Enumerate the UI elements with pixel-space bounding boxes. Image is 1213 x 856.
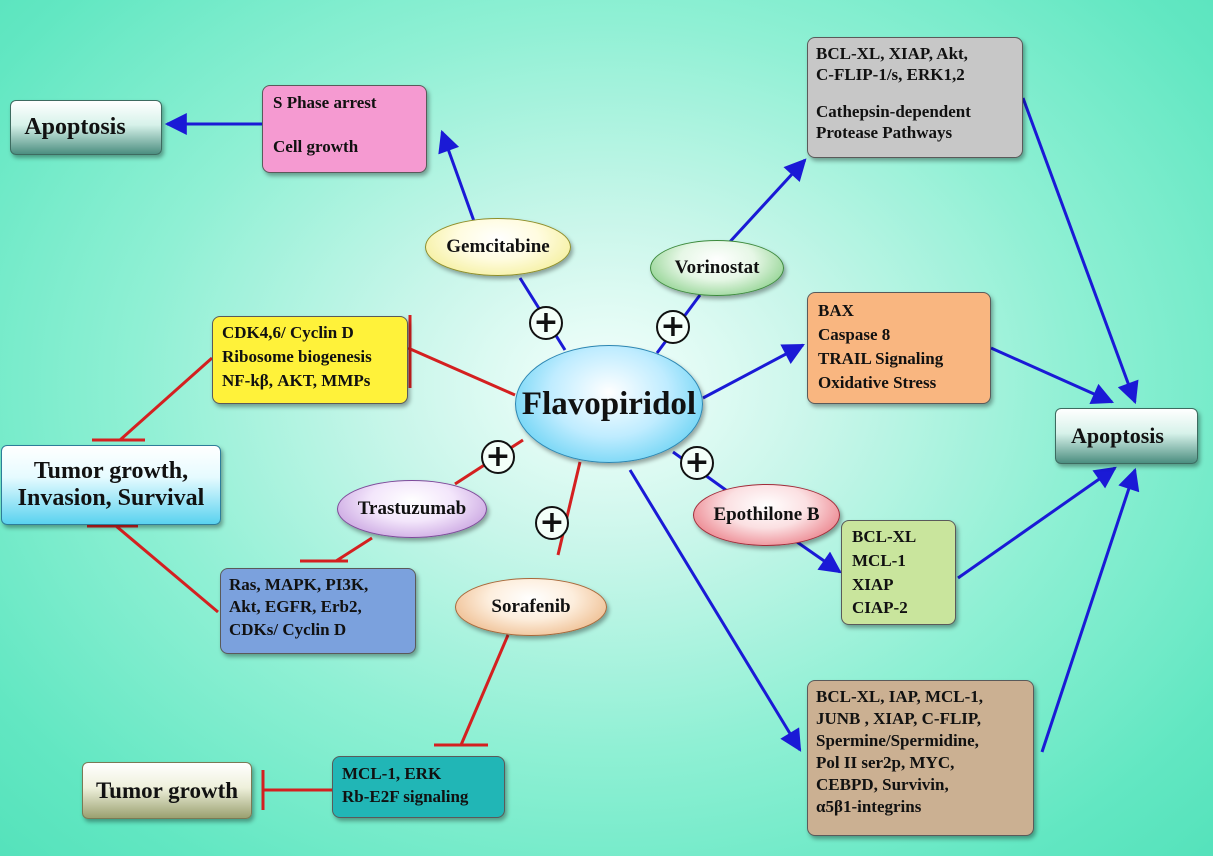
line-center-to-cdk — [407, 346, 516, 397]
vorinostat-targets-box: BCL-XL, XIAP, Akt, C-FLIP-1/s, ERK1,2 Ca… — [807, 37, 1023, 158]
line-sorafenib-to-mcl-erk — [459, 634, 510, 746]
plus-icon-gemcitabine: + — [529, 306, 563, 340]
trastuzumab-node: Trastuzumab — [337, 480, 487, 538]
plus-icon-epothilone: + — [680, 446, 714, 480]
arrow-bcl-iap-to-apoptosis — [1040, 467, 1140, 753]
arrow-center-to-bax — [702, 343, 805, 400]
tumor-invasion-survival: Tumor growth, Invasion, Survival — [1, 445, 221, 525]
s-phase-box: S Phase arrest Cell growth — [262, 85, 427, 173]
line-cdk-to-tumor — [119, 356, 213, 442]
arrow-bcl-mcl-to-apoptosis — [957, 466, 1117, 580]
sorafenib-node: Sorafenib — [455, 578, 607, 636]
bcl-iap-box: BCL-XL, IAP, MCL-1, JUNB , XIAP, C-FLIP,… — [807, 680, 1034, 836]
mcl-erk-box: MCL-1, ERK Rb-E2F signaling — [332, 756, 505, 818]
arrow-bax-to-apoptosis — [990, 346, 1115, 404]
line-trastuzumab-to-ras — [335, 536, 373, 563]
arrow-gemcitabine-to-s-phase — [438, 129, 477, 225]
activation-arrows — [164, 97, 1140, 753]
bax-box: BAX Caspase 8 TRAIL Signaling Oxidative … — [807, 292, 991, 404]
cdk-box: CDK4,6/ Cyclin D Ribosome biogenesis NF-… — [212, 316, 408, 404]
gemcitabine-node: Gemcitabine — [425, 218, 571, 276]
arrow-vorinostat-to-bcl-xiap — [725, 158, 807, 247]
epothilone-targets-box: BCL-XL MCL-1 XIAP CIAP-2 — [841, 520, 956, 625]
line-ras-to-tumor — [115, 524, 219, 614]
tumor-growth: Tumor growth — [82, 762, 252, 819]
ras-box: Ras, MAPK, PI3K, Akt, EGFR, Erb2, CDKs/ … — [220, 568, 416, 654]
arrow-center-to-bcl-iap — [628, 469, 802, 752]
plus-icon-vorinostat: + — [656, 310, 690, 344]
arrow-bcl-xiap-to-apoptosis — [1021, 97, 1139, 405]
plus-icon-sorafenib: + — [535, 506, 569, 540]
apoptosis-left: Apoptosis — [10, 100, 162, 155]
vorinostat-node: Vorinostat — [650, 240, 784, 296]
plus-icon-trastuzumab: + — [481, 440, 515, 474]
epothilone-node: Epothilone B — [693, 484, 840, 546]
arrow-epothilone-to-bcl-mcl — [796, 540, 842, 574]
flavopiridol-node: Flavopiridol — [515, 345, 703, 463]
apoptosis-right: Apoptosis — [1055, 408, 1198, 464]
